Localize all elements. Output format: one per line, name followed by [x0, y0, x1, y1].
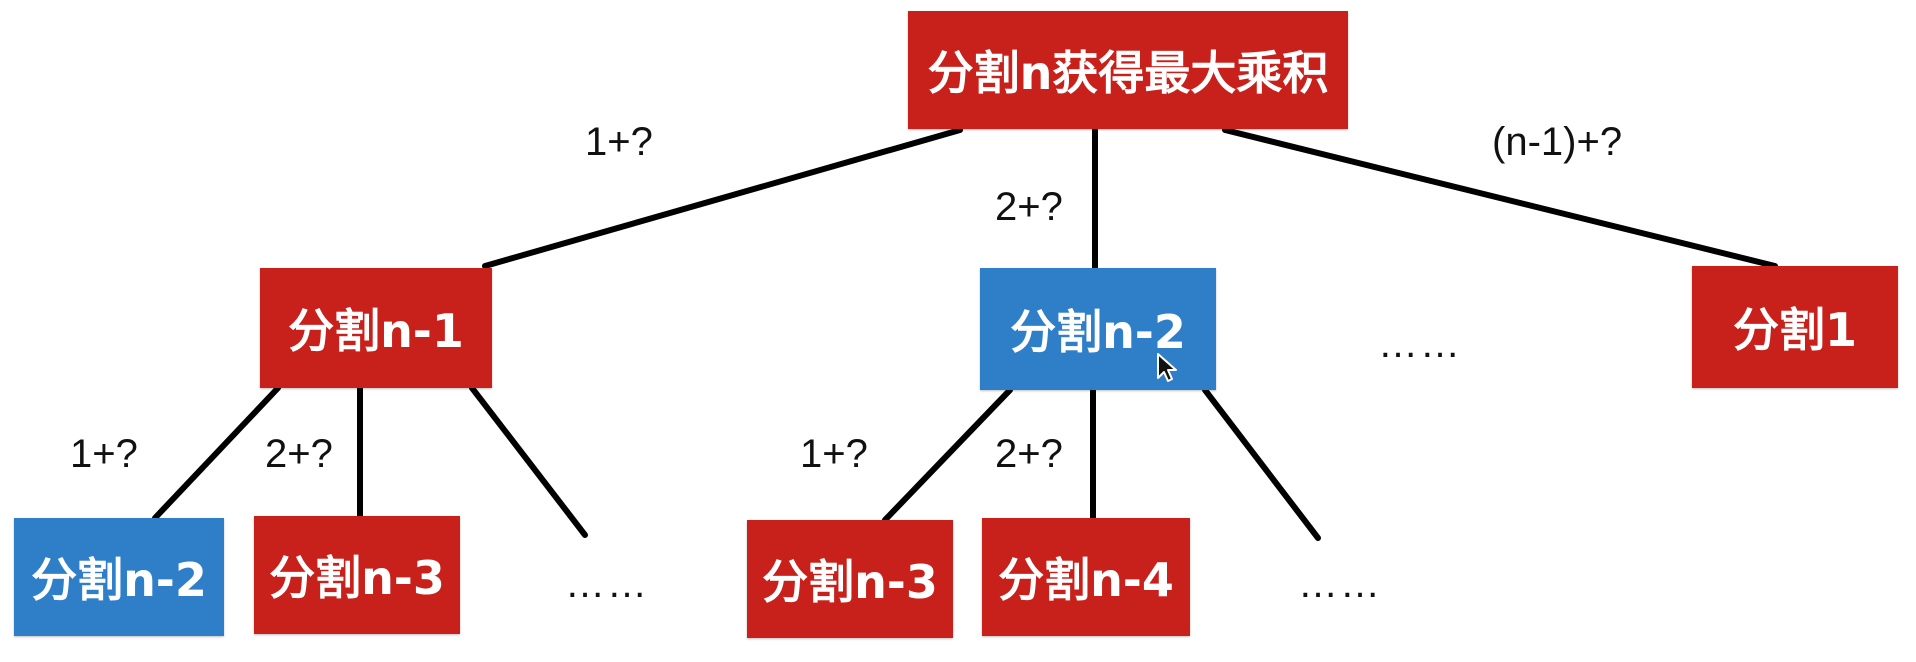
ellipsis-middle-branch: …… [1298, 562, 1382, 606]
node-split-n-2: 分割n-2 [980, 268, 1216, 390]
mouse-pointer-icon [1157, 353, 1177, 382]
ellipsis-level1: …… [1378, 322, 1462, 366]
root-node-label: 分割n获得最大乘积 [927, 46, 1329, 100]
node-label: 分割n-2 [31, 553, 207, 607]
node-split-n-4-child: 分割n-4 [982, 518, 1190, 636]
node-label: 分割n-4 [998, 553, 1174, 607]
node-split-n-2-child: 分割n-2 [14, 518, 224, 636]
edge-label-a-1: 1+? [70, 432, 138, 476]
edge-root-to-n-1 [482, 127, 963, 269]
edge-n-2-to-more [1202, 387, 1321, 541]
node-label: 分割n-3 [762, 555, 938, 609]
edge-root-to-1 [1222, 127, 1778, 269]
node-split-n-3-child: 分割n-3 [254, 516, 460, 634]
edge-label-a-2: 2+? [265, 432, 333, 476]
node-label: 分割1 [1732, 303, 1857, 357]
edge-n-2-to-n-3 [882, 387, 1013, 523]
node-split-n-1: 分割n-1 [260, 268, 492, 388]
node-label: 分割n-1 [288, 304, 464, 358]
edge-label-root-1: 1+? [585, 120, 653, 164]
node-split-1: 分割1 [1692, 266, 1898, 388]
root-node: 分割n获得最大乘积 [908, 11, 1348, 129]
edge-label-root-n-1: (n-1)+? [1492, 120, 1623, 164]
edge-label-b-2: 2+? [995, 432, 1063, 476]
node-label: 分割n-3 [269, 551, 445, 605]
edge-n-1-to-n-2 [152, 385, 281, 521]
edge-n-1-to-more [469, 385, 588, 538]
node-split-n-3-child-b: 分割n-3 [747, 520, 953, 638]
edge-label-root-2: 2+? [995, 185, 1063, 229]
edge-label-b-1: 1+? [800, 432, 868, 476]
ellipsis-left-branch: …… [565, 562, 649, 606]
node-label: 分割n-2 [1010, 305, 1186, 359]
